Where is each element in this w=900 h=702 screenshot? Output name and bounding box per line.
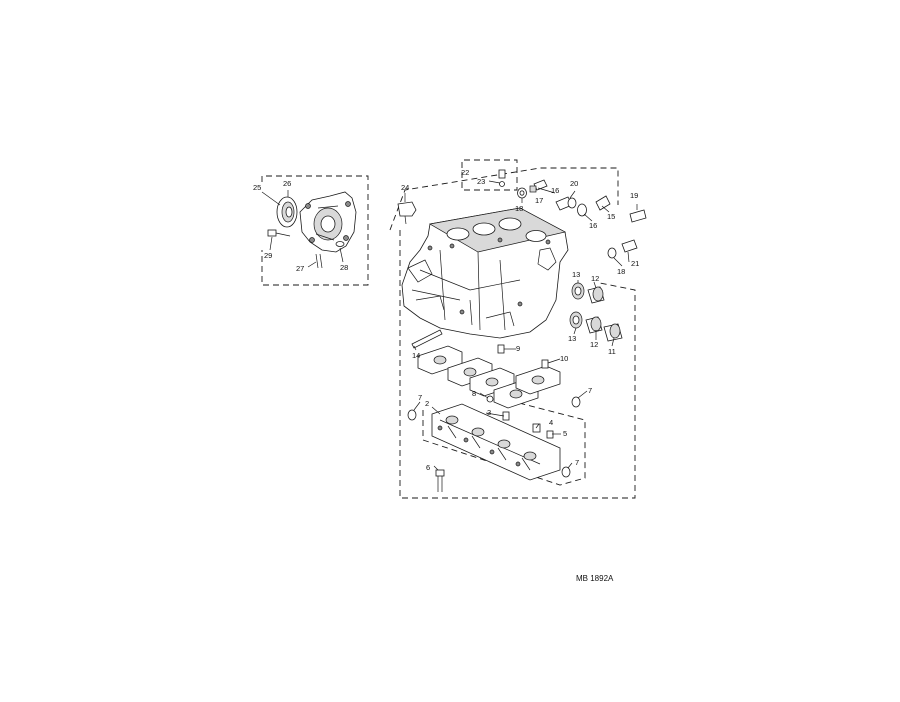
- ladder-bolt-right: [571, 396, 581, 408]
- knock-sensor: [629, 209, 647, 223]
- callout-15: 15: [607, 212, 615, 221]
- callout-9: 9: [516, 344, 520, 353]
- callout-10: 10: [560, 354, 568, 363]
- crank-oil-seal: [276, 196, 298, 228]
- callout-26: 26: [283, 179, 291, 188]
- cover-gasket-dowel: [335, 241, 345, 247]
- drain-plug: [607, 239, 638, 259]
- callout-25: 25: [253, 183, 261, 192]
- callout-18-left: 18: [515, 204, 523, 213]
- bearing-bush: [603, 323, 623, 342]
- cap-dowel: [497, 344, 505, 354]
- gallery-washer-upper: [517, 187, 527, 199]
- callout-6: 6: [426, 463, 430, 472]
- callout-19: 19: [630, 191, 638, 200]
- ladder-bolt-bottom: [561, 466, 571, 478]
- thrust-bearing-upper: [587, 286, 605, 304]
- callout-7-bottom: 7: [575, 458, 579, 467]
- leader-lines: [261, 180, 638, 471]
- callout-7-left: 7: [418, 393, 422, 402]
- callout-2: 2: [425, 399, 429, 408]
- callout-18-right: 18: [617, 267, 625, 276]
- callout-12-upper: 12: [591, 274, 599, 283]
- callout-4: 4: [549, 418, 553, 427]
- callout-22: 22: [461, 168, 469, 177]
- callout-17: 17: [535, 196, 543, 205]
- cylinder-block: [401, 207, 569, 339]
- oil-jet: [486, 395, 494, 403]
- callout-20: 20: [570, 179, 578, 188]
- ladder-dowel-4: [532, 423, 541, 433]
- dowel-subgroup-outline: [461, 159, 518, 191]
- ladder-dowel-5: [546, 430, 554, 439]
- gallery-plug-upper: [529, 179, 548, 193]
- timing-cover-group-outline: [261, 175, 369, 286]
- cover-stud: [315, 253, 323, 269]
- main-bearing-caps: [417, 345, 561, 409]
- callout-16-right: 16: [589, 221, 597, 230]
- dowel: [498, 169, 506, 187]
- callout-13-upper: 13: [572, 270, 580, 279]
- main-bearing-upper: [571, 282, 585, 300]
- callout-labels: 2 3 4 5 6 7 7 7 8 9 10 11 12 12 13 13 14…: [253, 168, 639, 472]
- thrust-bearing-lower: [585, 316, 603, 334]
- callout-24: 24: [401, 183, 409, 192]
- ladder-bolt-left: [407, 409, 417, 421]
- cover-bolt: [267, 229, 291, 237]
- callout-13-lower: 13: [568, 334, 576, 343]
- sensor-washer: [567, 197, 577, 209]
- oil-pressure-plug: [595, 195, 611, 211]
- callout-8: 8: [472, 389, 476, 398]
- drawing-reference-code: MB 1892A: [576, 574, 614, 583]
- callout-11: 11: [608, 347, 616, 356]
- blanking-plug: [397, 201, 417, 225]
- bearing-ladder: [431, 403, 561, 481]
- callout-7-right: 7: [588, 386, 592, 395]
- sensor-plug: [555, 196, 587, 217]
- callout-16-left: 16: [551, 186, 559, 195]
- main-bearing-lower: [569, 311, 583, 329]
- callout-12-lower: 12: [590, 340, 598, 349]
- callout-23: 23: [477, 177, 485, 186]
- callout-21: 21: [631, 259, 639, 268]
- callout-28: 28: [340, 263, 348, 272]
- dipstick-tube: [411, 329, 443, 349]
- timing-cover: [299, 191, 357, 253]
- main-assembly-group-outline: [389, 167, 636, 499]
- ladder-bolt-long: [435, 469, 445, 492]
- callout-3: 3: [487, 408, 491, 417]
- callout-29: 29: [264, 251, 272, 260]
- callout-27: 27: [296, 264, 304, 273]
- callout-14: 14: [412, 351, 420, 360]
- callout-5: 5: [563, 429, 567, 438]
- cap-dowel-right: [541, 359, 549, 369]
